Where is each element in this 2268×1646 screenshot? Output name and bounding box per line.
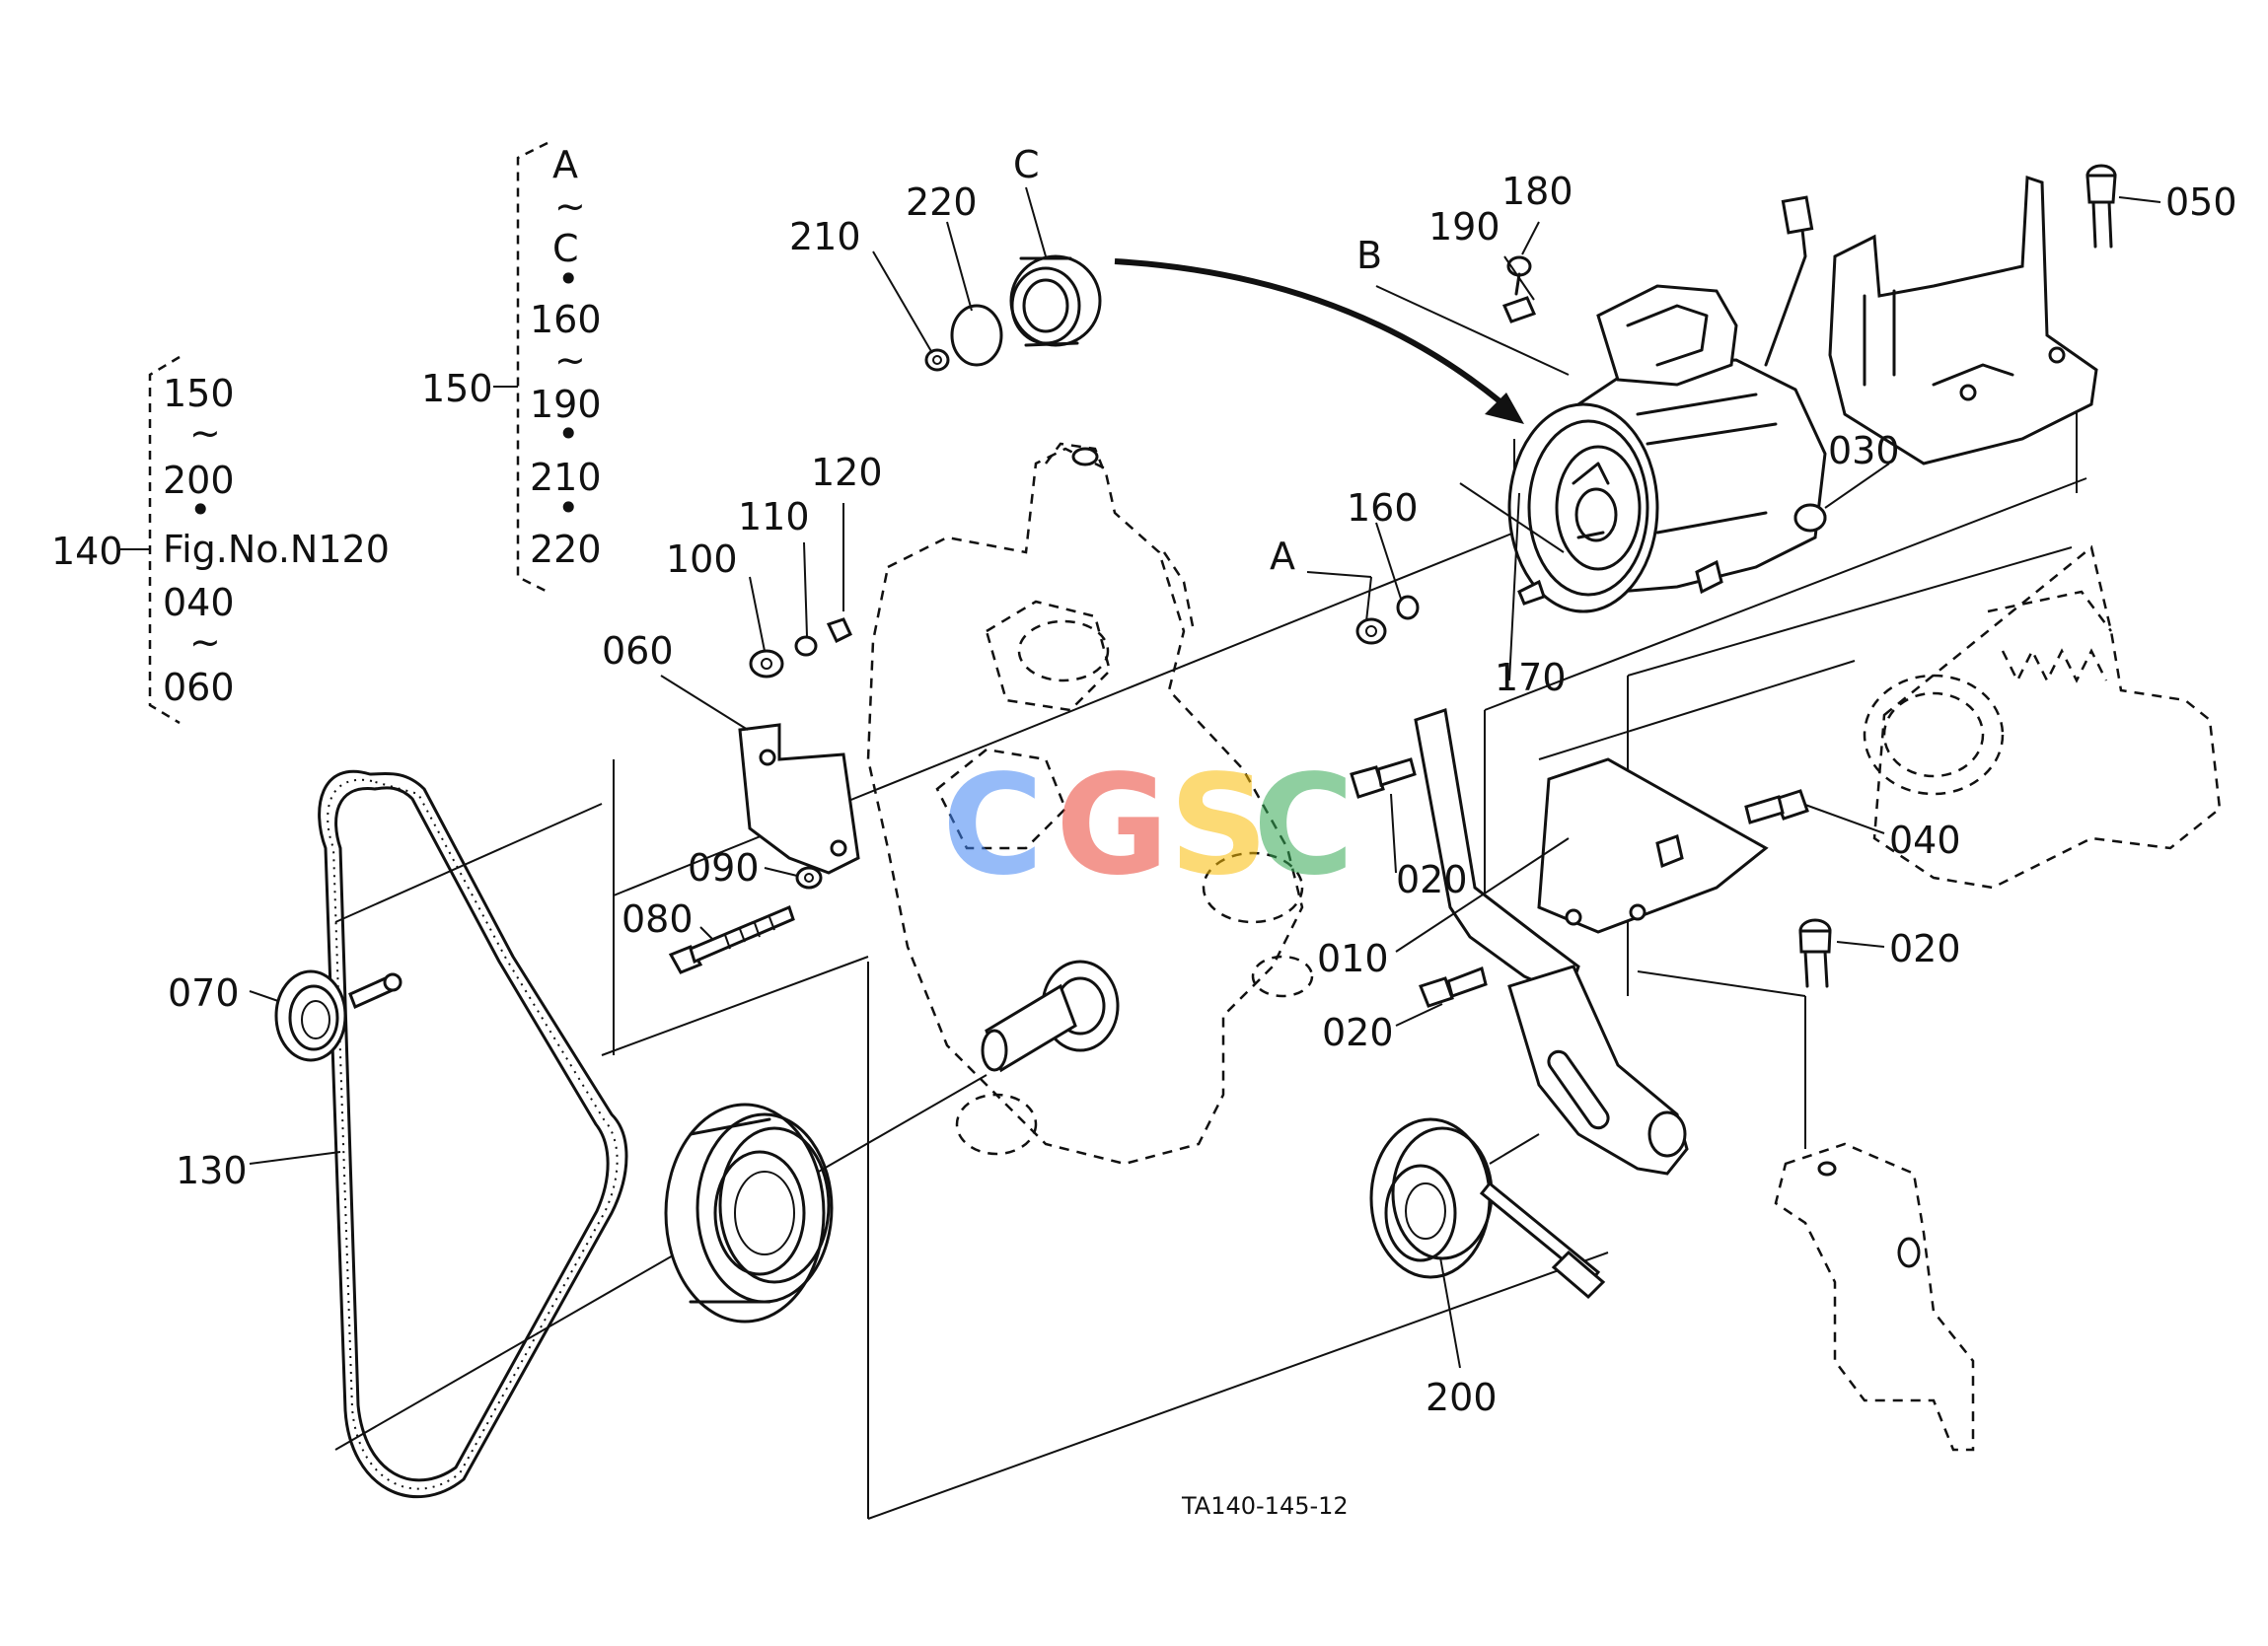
nut-120 xyxy=(826,617,852,644)
group-150-label: 150 xyxy=(421,367,493,410)
watermark-letter-4: C xyxy=(1253,746,1354,906)
group-150-bracket xyxy=(493,141,549,594)
group-150-line-1: A xyxy=(552,143,578,186)
callout-020-a: 020 xyxy=(1396,858,1468,901)
group-140-legend: 140 150 ~ 200 • Fig.No.N120 040 ~ 060 xyxy=(51,372,390,709)
group-140-line-7: ~ xyxy=(189,620,221,664)
bolt-030 xyxy=(1793,503,1827,533)
group-150-line-8: • xyxy=(557,412,579,456)
callout-080: 080 xyxy=(622,897,694,941)
nut-160 xyxy=(1396,595,1420,620)
engine-front-outline xyxy=(866,442,1314,1166)
assembly-lines xyxy=(334,404,2087,1520)
v-belt xyxy=(318,769,628,1498)
bracket-060 xyxy=(738,723,860,875)
group-140-line-3: 200 xyxy=(163,459,235,502)
idler-pulley xyxy=(1369,1117,1606,1300)
washer-100 xyxy=(749,649,784,679)
group-150-line-6: ~ xyxy=(554,338,586,382)
callout-170: 170 xyxy=(1495,656,1567,699)
callout-020-c: 020 xyxy=(1889,927,1961,970)
crankshaft-pulley xyxy=(664,1103,834,1324)
callout-B: B xyxy=(1356,234,1382,277)
thermostat-housing xyxy=(1774,1142,1975,1452)
group-150-line-5: 160 xyxy=(530,298,602,341)
callout-030: 030 xyxy=(1828,429,1900,472)
bolt-020-a xyxy=(1350,757,1417,799)
snap-ring-220 xyxy=(950,304,1003,367)
part-callouts: 020 010 020 040 020 030 050 060 070 080 … xyxy=(168,143,2237,1419)
callout-120: 120 xyxy=(811,451,883,494)
arrow-C-to-compressor xyxy=(1114,258,1524,424)
callout-210: 210 xyxy=(789,215,861,258)
clutch-bearing xyxy=(1009,254,1102,347)
group-150-line-10: • xyxy=(557,486,579,530)
group-140-line-8: 060 xyxy=(163,666,235,709)
callout-A: A xyxy=(1270,535,1295,578)
upper-bracket xyxy=(1828,175,2098,465)
group-150-line-3: C xyxy=(552,227,579,270)
callout-020-b: 020 xyxy=(1322,1011,1394,1054)
tension-pulley xyxy=(274,969,402,1062)
watermark-letter-3: S xyxy=(1169,746,1269,906)
watermark-letter-2: G xyxy=(1056,746,1169,906)
bolt-020-b xyxy=(1419,966,1488,1008)
shim-210 xyxy=(924,348,950,372)
callout-010: 010 xyxy=(1317,937,1389,980)
callout-220: 220 xyxy=(906,180,978,224)
washer-A xyxy=(1355,617,1387,645)
callout-200: 200 xyxy=(1426,1376,1498,1419)
group-140-bracket xyxy=(120,355,181,725)
callout-050: 050 xyxy=(2165,180,2237,224)
callout-110: 110 xyxy=(738,495,810,538)
bolt-020-c xyxy=(1798,918,1832,988)
callout-C: C xyxy=(1013,143,1040,186)
lockwasher-110 xyxy=(794,635,818,657)
bracket-010 xyxy=(1414,708,1769,1176)
group-150-line-11: 220 xyxy=(530,528,602,571)
callout-100: 100 xyxy=(666,537,738,581)
watermark-logo: C G S C xyxy=(942,746,1354,906)
engine-side-outline xyxy=(1863,544,2222,890)
ac-compressor xyxy=(1507,195,1827,613)
figure-code: TA140-145-12 xyxy=(1181,1492,1349,1520)
group-150-legend: 150 A ~ C • 160 ~ 190 • 210 • 220 xyxy=(421,143,602,571)
group-150-line-9: 210 xyxy=(530,456,602,499)
group-140-label: 140 xyxy=(51,530,123,573)
callout-160: 160 xyxy=(1347,486,1419,530)
callout-180: 180 xyxy=(1501,170,1573,213)
group-150-line-2: ~ xyxy=(554,184,586,228)
callout-070: 070 xyxy=(168,971,240,1015)
callout-190: 190 xyxy=(1428,205,1500,249)
group-140-line-5: Fig.No.N120 xyxy=(163,528,390,571)
bolt-080 xyxy=(668,904,795,974)
clip-190 xyxy=(1501,296,1537,323)
bolt-050 xyxy=(2085,164,2117,249)
group-140-line-6: 040 xyxy=(163,581,235,624)
bolt-040 xyxy=(1744,789,1809,824)
group-140-line-4: • xyxy=(189,488,211,532)
group-140-line-1: 150 xyxy=(163,372,235,415)
crankshaft-nose xyxy=(981,960,1120,1073)
washer-090 xyxy=(795,866,823,890)
callout-040: 040 xyxy=(1889,819,1961,862)
group-140-line-2: ~ xyxy=(189,411,221,455)
leader-lines xyxy=(249,186,2161,1369)
watermark-letter-1: C xyxy=(942,746,1044,906)
callout-060: 060 xyxy=(602,629,674,673)
callout-130: 130 xyxy=(176,1149,248,1192)
group-150-line-4: • xyxy=(557,257,579,301)
group-150-line-7: 190 xyxy=(530,383,602,426)
callout-090: 090 xyxy=(688,846,760,890)
